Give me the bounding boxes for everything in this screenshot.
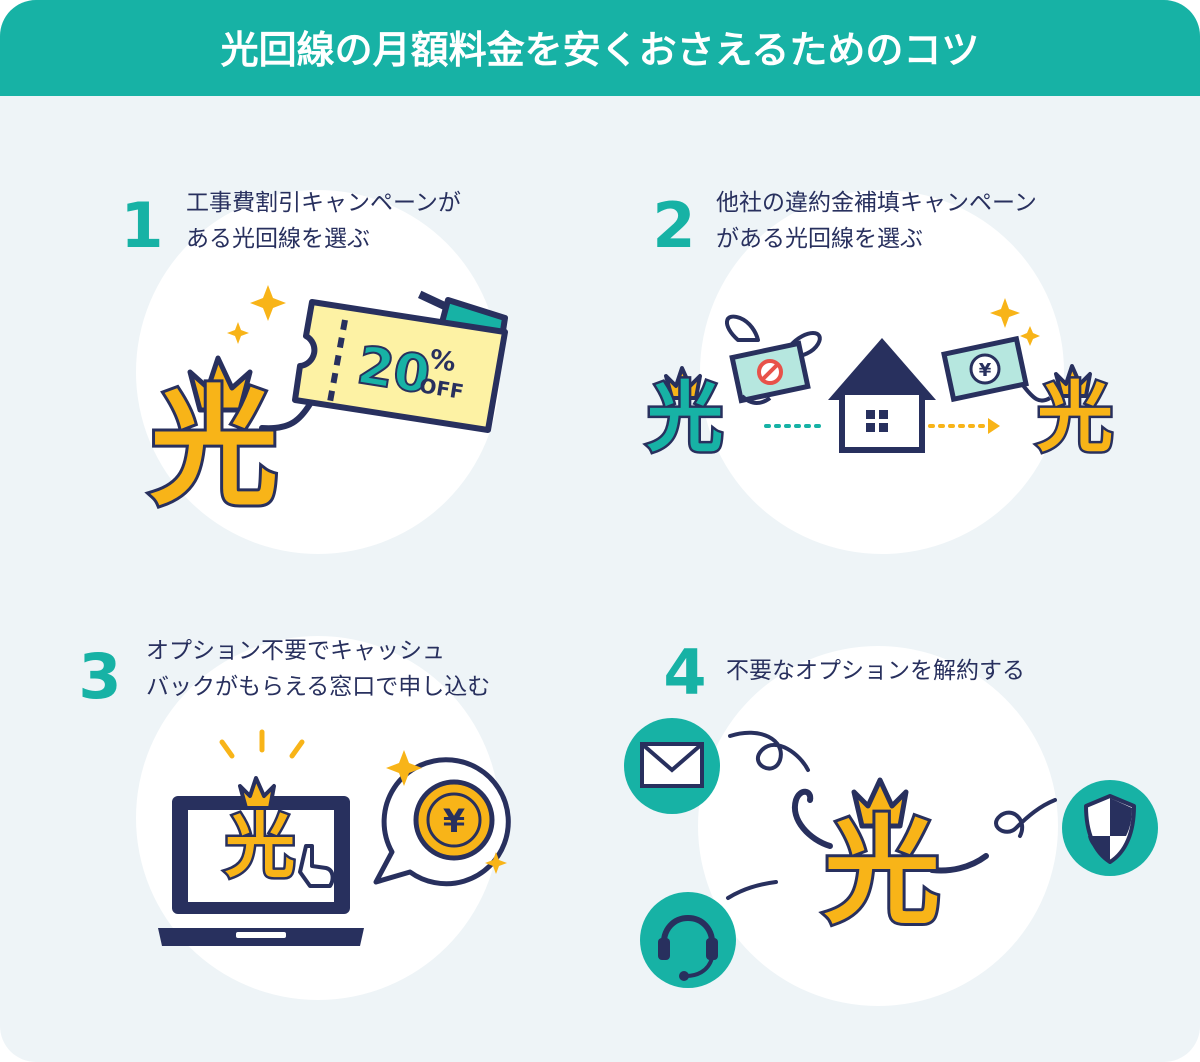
pointer-hand-icon <box>298 844 335 888</box>
step-1-number: 1 <box>120 189 163 262</box>
step-4-number: 4 <box>663 636 706 709</box>
coupon-ticket: 20 % OFF <box>292 299 508 433</box>
yen-symbol: ¥ <box>979 360 992 381</box>
coin-yen-symbol: ¥ <box>443 802 465 840</box>
sparkle-icon <box>990 298 1020 328</box>
hikari-mascot-glyph: 光 <box>824 805 940 940</box>
step-2-text-line1: 他社の違約金補填キャンペーン <box>716 190 1037 216</box>
title-banner <box>0 0 1200 96</box>
step-2-number: 2 <box>652 189 695 262</box>
step-3-text-line1: オプション不要でキャッシュ <box>146 638 445 664</box>
hikari-mascot-icon: 光 <box>645 366 726 465</box>
step-1-text-line1: 工事費割引キャンペーンが <box>186 190 461 216</box>
squiggle-line <box>994 798 1057 838</box>
hikari-mascot-glyph: 光 <box>1037 373 1113 462</box>
squiggle-line <box>728 730 810 772</box>
flying-money-icon <box>725 314 822 405</box>
highlight-lines <box>219 729 305 759</box>
sparkle-icon <box>1020 326 1040 346</box>
page-title: 光回線の月額料金を安くおさえるためのコツ <box>221 28 980 72</box>
hikari-mascot-glyph: 光 <box>647 373 723 462</box>
step-3: 3 オプション不要でキャッシュ バックがもらえる窓口で申し込む 光 <box>78 636 511 1000</box>
headset-icon <box>640 892 736 988</box>
cashback-bubble: ¥ <box>373 757 511 887</box>
step-2-text-line2: がある光回線を選ぶ <box>716 226 923 252</box>
step-1-text-line2: ある光回線を選ぶ <box>186 226 370 252</box>
hikari-mascot-glyph: 光 <box>150 374 278 523</box>
yen-banknote-icon: ¥ <box>941 335 1052 403</box>
mascot-arm <box>791 788 833 849</box>
coupon-value: 20 <box>353 336 434 407</box>
hikari-mascot-icon: 光 <box>147 355 281 526</box>
sparkle-icon <box>227 322 249 344</box>
step-3-number: 3 <box>78 640 121 713</box>
mascot-arm <box>259 401 313 432</box>
house-icon <box>828 338 936 453</box>
step-2: 2 他社の違約金補填キャンペーン がある光回線を選ぶ 光 <box>645 189 1116 554</box>
arrow-right-icon <box>988 418 1000 434</box>
step-4: 4 不要なオプションを解約する <box>624 636 1158 1006</box>
squiggle-line <box>726 880 778 900</box>
hikari-mascot-icon: 光 <box>1035 364 1116 465</box>
hikari-mascot-icon: 光 <box>223 776 298 890</box>
sparkle-icon <box>386 750 422 786</box>
mascot-arm <box>929 853 989 874</box>
hikari-mascot-glyph: 光 <box>225 805 295 887</box>
email-icon <box>624 718 720 814</box>
step-4-text-line1: 不要なオプションを解約する <box>726 658 1025 684</box>
shield-icon <box>1062 780 1158 876</box>
step-3-text-line2: バックがもらえる窓口で申し込む <box>146 674 490 700</box>
laptop-icon <box>158 796 364 946</box>
sparkle-icon <box>485 852 507 874</box>
sparkle-icon <box>250 285 286 321</box>
coupon-percent: % <box>427 345 457 379</box>
hikari-mascot-icon: 光 <box>821 777 943 943</box>
step-1: 1 工事費割引キャンペーンが ある光回線を選ぶ 20 % OFF 光 <box>120 189 508 554</box>
